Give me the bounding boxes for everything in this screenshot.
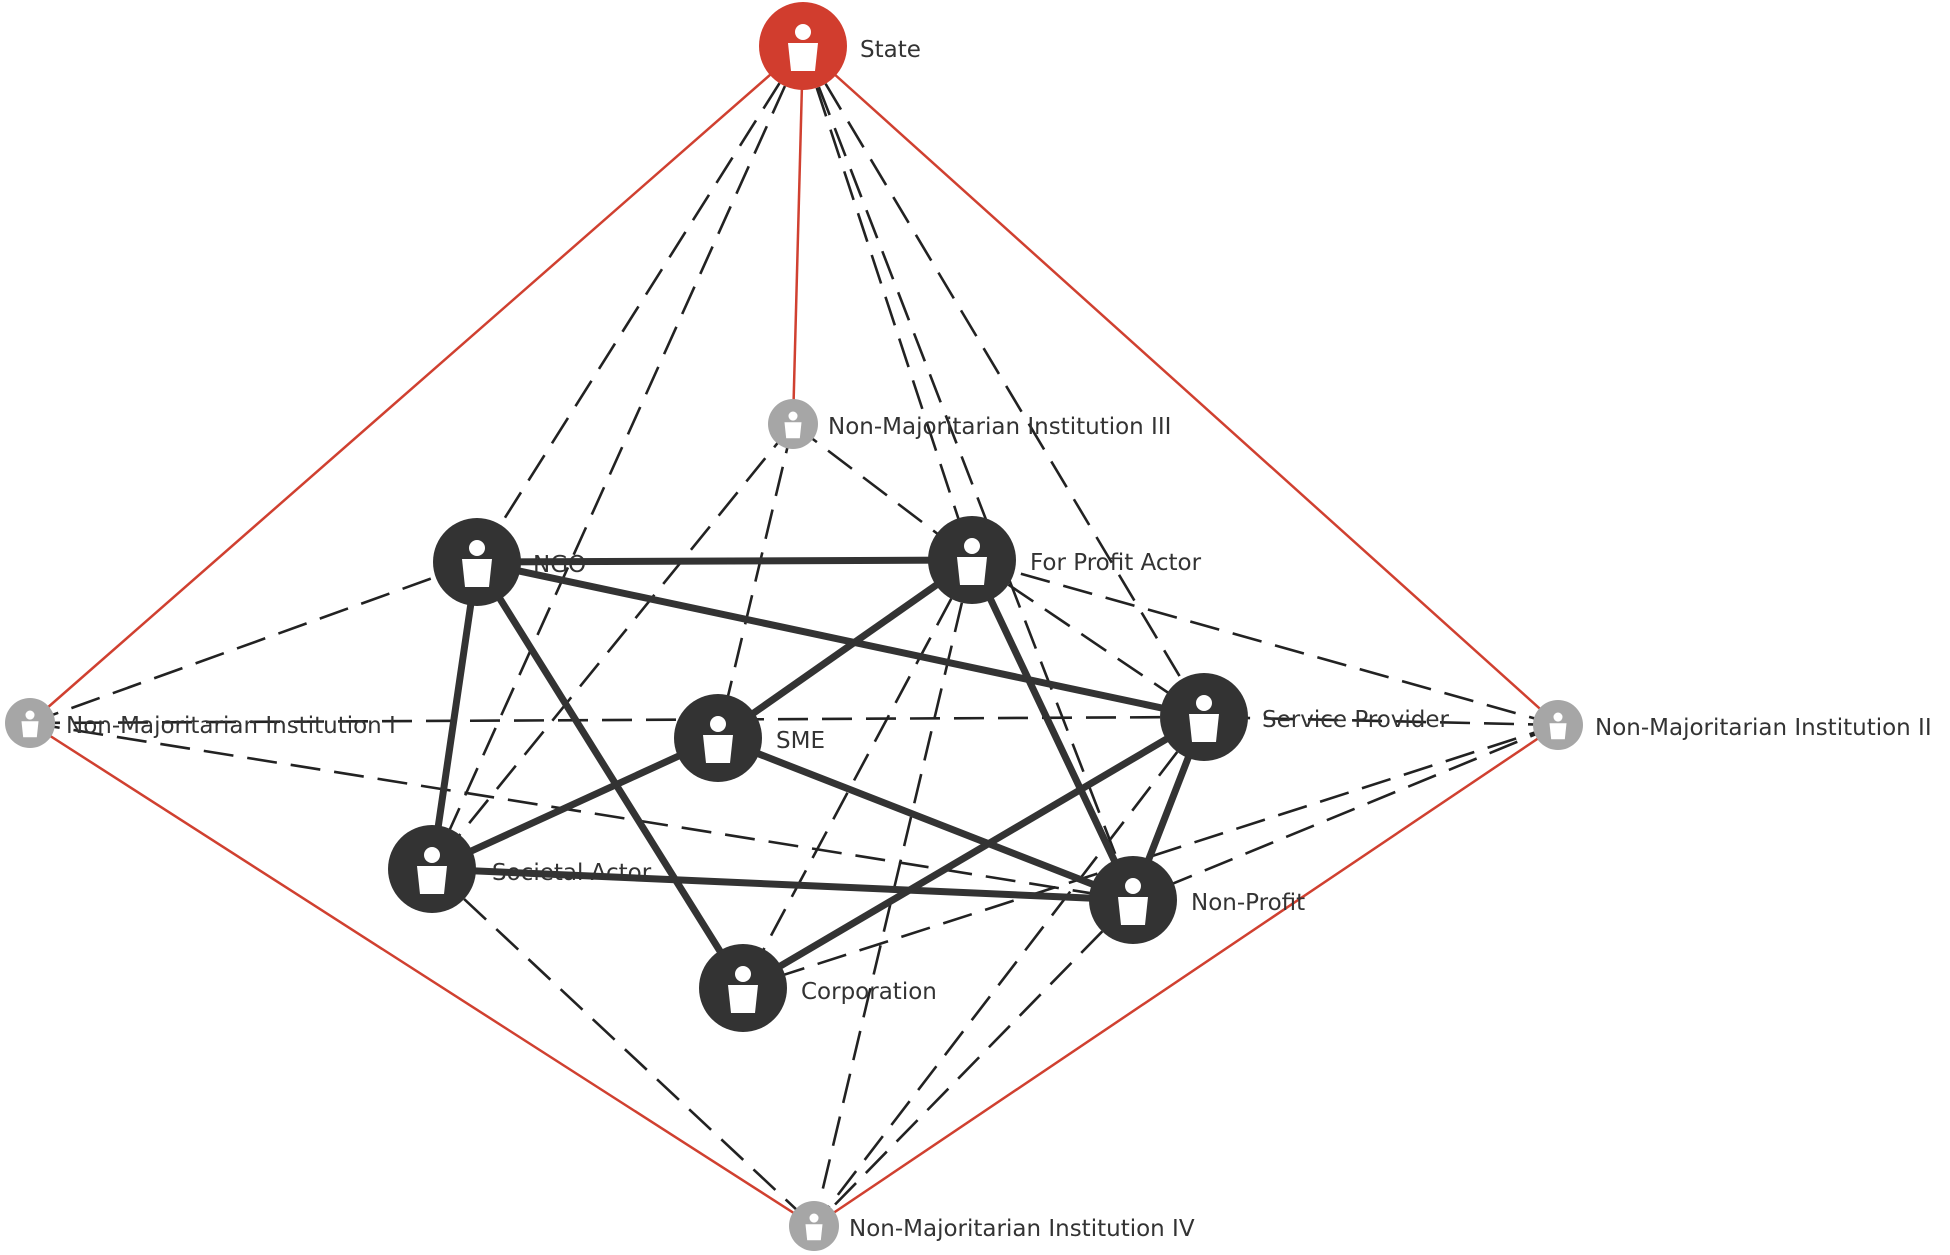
node-label: Service Provider bbox=[1262, 707, 1450, 733]
person-icon bbox=[1189, 695, 1219, 742]
person-icon-head bbox=[788, 411, 798, 421]
node-state[interactable]: State bbox=[759, 2, 921, 90]
node-fpa[interactable]: For Profit Actor bbox=[928, 516, 1202, 604]
node-corp[interactable]: Corporation bbox=[699, 944, 937, 1032]
person-icon-body bbox=[784, 422, 802, 439]
person-icon bbox=[1118, 878, 1148, 925]
person-icon-body bbox=[1189, 714, 1219, 742]
person-icon bbox=[784, 411, 802, 439]
edge-sa-nmi4 bbox=[431, 868, 815, 1227]
person-icon bbox=[21, 710, 39, 738]
person-icon-head bbox=[964, 538, 980, 554]
edge-sme-sa bbox=[430, 734, 720, 873]
person-icon bbox=[728, 966, 758, 1013]
person-icon-body bbox=[417, 866, 447, 894]
edge-sme-np bbox=[716, 734, 1135, 904]
node-sme[interactable]: SME bbox=[674, 694, 825, 782]
person-icon bbox=[462, 540, 492, 587]
node-nmi2[interactable]: Non-Majoritarian Institution II bbox=[1533, 700, 1932, 750]
edge-ngo-corp bbox=[474, 560, 746, 990]
person-icon bbox=[1549, 712, 1567, 740]
person-icon-body bbox=[703, 735, 733, 763]
node-np[interactable]: Non-Profit bbox=[1089, 856, 1305, 944]
person-icon-head bbox=[795, 24, 811, 40]
node-label: Corporation bbox=[801, 979, 937, 1005]
edge-nmi2-sp bbox=[1203, 715, 1559, 727]
person-icon bbox=[805, 1213, 823, 1241]
edge-fpa-corp bbox=[741, 559, 974, 989]
edge-ngo-sa bbox=[428, 561, 481, 870]
node-label: For Profit Actor bbox=[1030, 550, 1202, 576]
person-icon-head bbox=[1125, 878, 1141, 894]
edge-nmi2-nmi4 bbox=[813, 723, 1559, 1228]
edge-state-sa bbox=[430, 45, 805, 870]
person-icon-body bbox=[805, 1224, 823, 1241]
edge-nmi1-nmi4 bbox=[29, 721, 815, 1228]
edge-nmi2-corp bbox=[742, 723, 1559, 990]
person-icon-head bbox=[1196, 695, 1212, 711]
person-icon-head bbox=[809, 1213, 819, 1223]
node-label: Non-Majoritarian Institution IV bbox=[849, 1216, 1195, 1242]
edge-nmi1-sp bbox=[29, 715, 1205, 725]
node-nmi1[interactable]: Non-Majoritarian Institution I bbox=[5, 698, 396, 748]
edge-fpa-sp bbox=[971, 558, 1205, 719]
person-icon-head bbox=[469, 540, 485, 556]
node-label: SME bbox=[776, 728, 825, 754]
edge-sp-corp bbox=[741, 713, 1206, 992]
edge-ngo-sp bbox=[476, 558, 1205, 721]
edge-sp-nmi4 bbox=[812, 716, 1206, 1227]
person-icon-head bbox=[710, 716, 726, 732]
person-icon bbox=[788, 24, 818, 71]
edge-state-nmi2 bbox=[802, 45, 1559, 726]
person-icon-body bbox=[1118, 897, 1148, 925]
node-label: NGO bbox=[533, 552, 586, 578]
node-label: Non-Majoritarian Institution I bbox=[66, 713, 396, 739]
person-icon-head bbox=[424, 847, 440, 863]
edge-fpa-sme bbox=[715, 557, 975, 741]
edge-state-nmi3 bbox=[791, 45, 805, 425]
node-label: Non-Majoritarian Institution III bbox=[828, 414, 1171, 440]
edges-layer bbox=[29, 45, 1559, 1228]
edge-state-sp bbox=[801, 45, 1206, 718]
edge-nmi2-fpa bbox=[971, 558, 1559, 727]
node-ngo[interactable]: NGO bbox=[433, 518, 586, 606]
edge-nmi3-sa bbox=[430, 423, 795, 870]
edge-nmi1-ngo bbox=[29, 560, 478, 725]
person-icon-body bbox=[957, 557, 987, 585]
node-label: Non-Profit bbox=[1191, 890, 1305, 916]
edge-state-nmi1 bbox=[29, 45, 804, 724]
edge-fpa-np bbox=[968, 558, 1137, 902]
node-sa[interactable]: Societal Actor bbox=[388, 825, 652, 913]
person-icon-body bbox=[728, 985, 758, 1013]
person-icon-head bbox=[735, 966, 751, 982]
edge-nmi3-sme bbox=[716, 423, 795, 739]
person-icon-body bbox=[1549, 723, 1567, 740]
node-label: Societal Actor bbox=[492, 860, 652, 886]
person-icon bbox=[417, 847, 447, 894]
node-label: Non-Majoritarian Institution II bbox=[1595, 715, 1932, 741]
edge-state-fpa bbox=[801, 45, 974, 561]
edge-fpa-nmi4 bbox=[812, 559, 974, 1227]
edge-np-nmi4 bbox=[813, 899, 1134, 1227]
edge-sa-np bbox=[431, 865, 1134, 904]
person-icon-body bbox=[788, 43, 818, 71]
person-icon bbox=[957, 538, 987, 585]
edge-nmi2-np bbox=[1132, 723, 1559, 902]
node-sp[interactable]: Service Provider bbox=[1160, 673, 1450, 761]
edge-ngo-fpa bbox=[476, 556, 973, 566]
node-label: State bbox=[860, 37, 921, 63]
person-icon-body bbox=[21, 721, 39, 738]
edge-state-ngo bbox=[475, 45, 805, 563]
person-icon-head bbox=[25, 710, 35, 720]
person-icon-body bbox=[462, 559, 492, 587]
edge-state-np bbox=[801, 45, 1135, 901]
person-icon-head bbox=[1553, 712, 1563, 722]
node-nmi3[interactable]: Non-Majoritarian Institution III bbox=[768, 399, 1171, 449]
node-nmi4[interactable]: Non-Majoritarian Institution IV bbox=[789, 1201, 1195, 1251]
person-icon bbox=[703, 716, 733, 763]
